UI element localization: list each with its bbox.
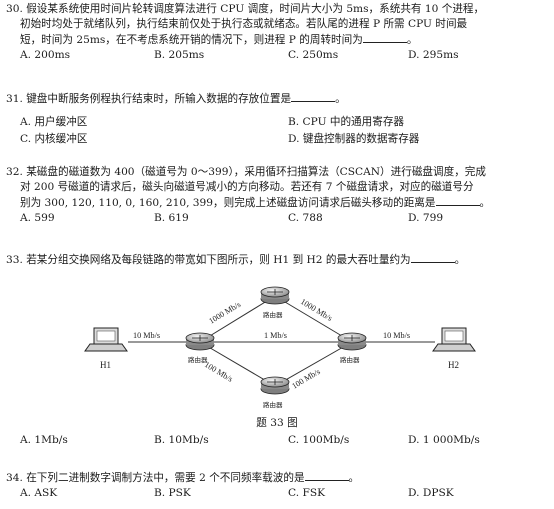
host-label-h2: H2 [448, 360, 459, 370]
option-b[interactable]: B. 10Mb/s [154, 434, 209, 446]
question-33-line-1: 33. 若某分组交换网络及每段链路的带宽如下图所示，则 H1 到 H2 的最大吞… [6, 252, 466, 266]
laptop-icon-h2 [432, 327, 476, 352]
option-a[interactable]: A. 用户缓冲区 [20, 116, 88, 129]
router-icon-left [185, 332, 215, 351]
router-label-left: 路由器 [188, 355, 208, 364]
question-31-line-1: 31. 键盘中断服务例程执行结束时，所输入数据的存放位置是。 [6, 91, 346, 105]
question-30-line-2: 初始时均处于就绪队列，执行结束前仅处于执行态或就绪态。若队尾的进程 P 所需 C… [20, 18, 468, 31]
option-b[interactable]: B. 619 [154, 212, 189, 225]
answer-blank [291, 91, 336, 102]
link-label-left-bottom: 100 Mb/s [203, 360, 234, 384]
router-label-bottom: 路由器 [263, 400, 283, 409]
question-30-options: A. 200ms B. 205ms C. 250ms D. 295ms [6, 48, 546, 65]
link-label-h2: 10 Mb/s [383, 331, 410, 340]
question-32: 32. 某磁盘的磁道数为 400（磁道号为 0～399），采用循环扫描算法（CS… [6, 165, 546, 228]
answer-blank [362, 32, 407, 44]
option-d[interactable]: D. 295ms [408, 49, 459, 62]
question-34-line-1: 34. 在下列二进制数字调制方法中，需要 2 个不同频率载波的是。 [6, 470, 360, 484]
option-d[interactable]: D. 799 [408, 212, 444, 225]
option-a[interactable]: A. 200ms [20, 49, 71, 62]
option-d[interactable]: D. 键盘控制器的数据寄存器 [288, 133, 420, 146]
link-left-bottom [199, 341, 276, 387]
answer-blank [304, 470, 349, 481]
question-32-line-1: 32. 某磁盘的磁道数为 400（磁道号为 0～399），采用循环扫描算法（CS… [6, 166, 486, 178]
figure-caption: 题 33 图 [256, 417, 298, 429]
option-d[interactable]: D. 1 000Mb/s [408, 434, 480, 446]
option-c[interactable]: C. 788 [288, 212, 323, 225]
link-label-bottom-right: 100 Mb/s [290, 367, 321, 391]
router-icon-right [337, 332, 367, 351]
link-label-h1: 10 Mb/s [133, 331, 160, 340]
option-b[interactable]: B. CPU 中的通用寄存器 [288, 116, 405, 129]
option-b[interactable]: B. PSK [154, 487, 191, 500]
router-label-top: 路由器 [263, 310, 283, 319]
option-a[interactable]: A. 1Mb/s [20, 434, 68, 446]
link-top-right [274, 295, 353, 343]
link-label-left-top: 1000 Mb/s [207, 300, 242, 326]
question-31: 31. 键盘中断服务例程执行结束时，所输入数据的存放位置是。 A. 用户缓冲区 … [6, 91, 546, 149]
question-30-line-3: 短，时间为 25ms，在不考虑系统开销的情况下，则进程 P 的周转时间为。 [20, 32, 418, 47]
question-30: 30. 假设某系统使用时间片轮转调度算法进行 CPU 调度，时间片大小为 5ms… [6, 2, 546, 65]
option-a[interactable]: A. 599 [20, 212, 55, 225]
link-left-top [199, 295, 276, 343]
option-d[interactable]: D. DPSK [408, 487, 454, 500]
question-31-options-row-2: C. 内核缓冲区 D. 键盘控制器的数据寄存器 [6, 132, 546, 149]
question-31-options-row-1: A. 用户缓冲区 B. CPU 中的通用寄存器 [6, 115, 546, 132]
option-c[interactable]: C. 250ms [288, 49, 339, 62]
question-33-options: A. 1Mb/s B. 10Mb/s C. 100Mb/s D. 1 000Mb… [6, 433, 546, 450]
option-a[interactable]: A. ASK [20, 487, 58, 500]
option-b[interactable]: B. 205ms [154, 49, 205, 62]
option-c[interactable]: C. 100Mb/s [288, 434, 350, 446]
link-label-direct: 1 Mb/s [264, 331, 287, 340]
router-label-right: 路由器 [340, 355, 360, 364]
question-33-options-block: A. 1Mb/s B. 10Mb/s C. 100Mb/s D. 1 000Mb… [6, 433, 546, 450]
router-icon-top [260, 286, 290, 305]
question-34: 34. 在下列二进制数字调制方法中，需要 2 个不同频率载波的是。 A. ASK… [6, 470, 546, 503]
question-33: 33. 若某分组交换网络及每段链路的带宽如下图所示，则 H1 到 H2 的最大吞… [6, 252, 546, 268]
question-32-options: A. 599 B. 619 C. 788 D. 799 [6, 211, 546, 228]
answer-blank [435, 195, 480, 207]
question-32-line-3: 别为 300, 120, 110, 0, 160, 210, 399，则完成上述… [20, 195, 491, 210]
link-bottom-right [274, 341, 353, 387]
link-label-top-right: 1000 Mb/s [299, 297, 334, 323]
option-c[interactable]: C. FSK [288, 487, 325, 500]
laptop-icon-h1 [84, 327, 128, 352]
question-34-options: A. ASK B. PSK C. FSK D. DPSK [6, 486, 546, 503]
answer-blank [410, 252, 455, 263]
option-c[interactable]: C. 内核缓冲区 [20, 133, 88, 146]
host-label-h1: H1 [100, 360, 111, 370]
question-32-line-2: 对 200 号磁道的请求后，磁头向磁道号减小的方向移动。若还有 7 个磁盘请求，… [20, 181, 474, 194]
network-diagram: 10 Mb/s 1000 Mb/s 1000 Mb/s 1 Mb/s 100 M… [84, 286, 476, 409]
question-30-line-1: 30. 假设某系统使用时间片轮转调度算法进行 CPU 调度，时间片大小为 5ms… [6, 3, 485, 15]
router-icon-bottom [260, 376, 290, 395]
